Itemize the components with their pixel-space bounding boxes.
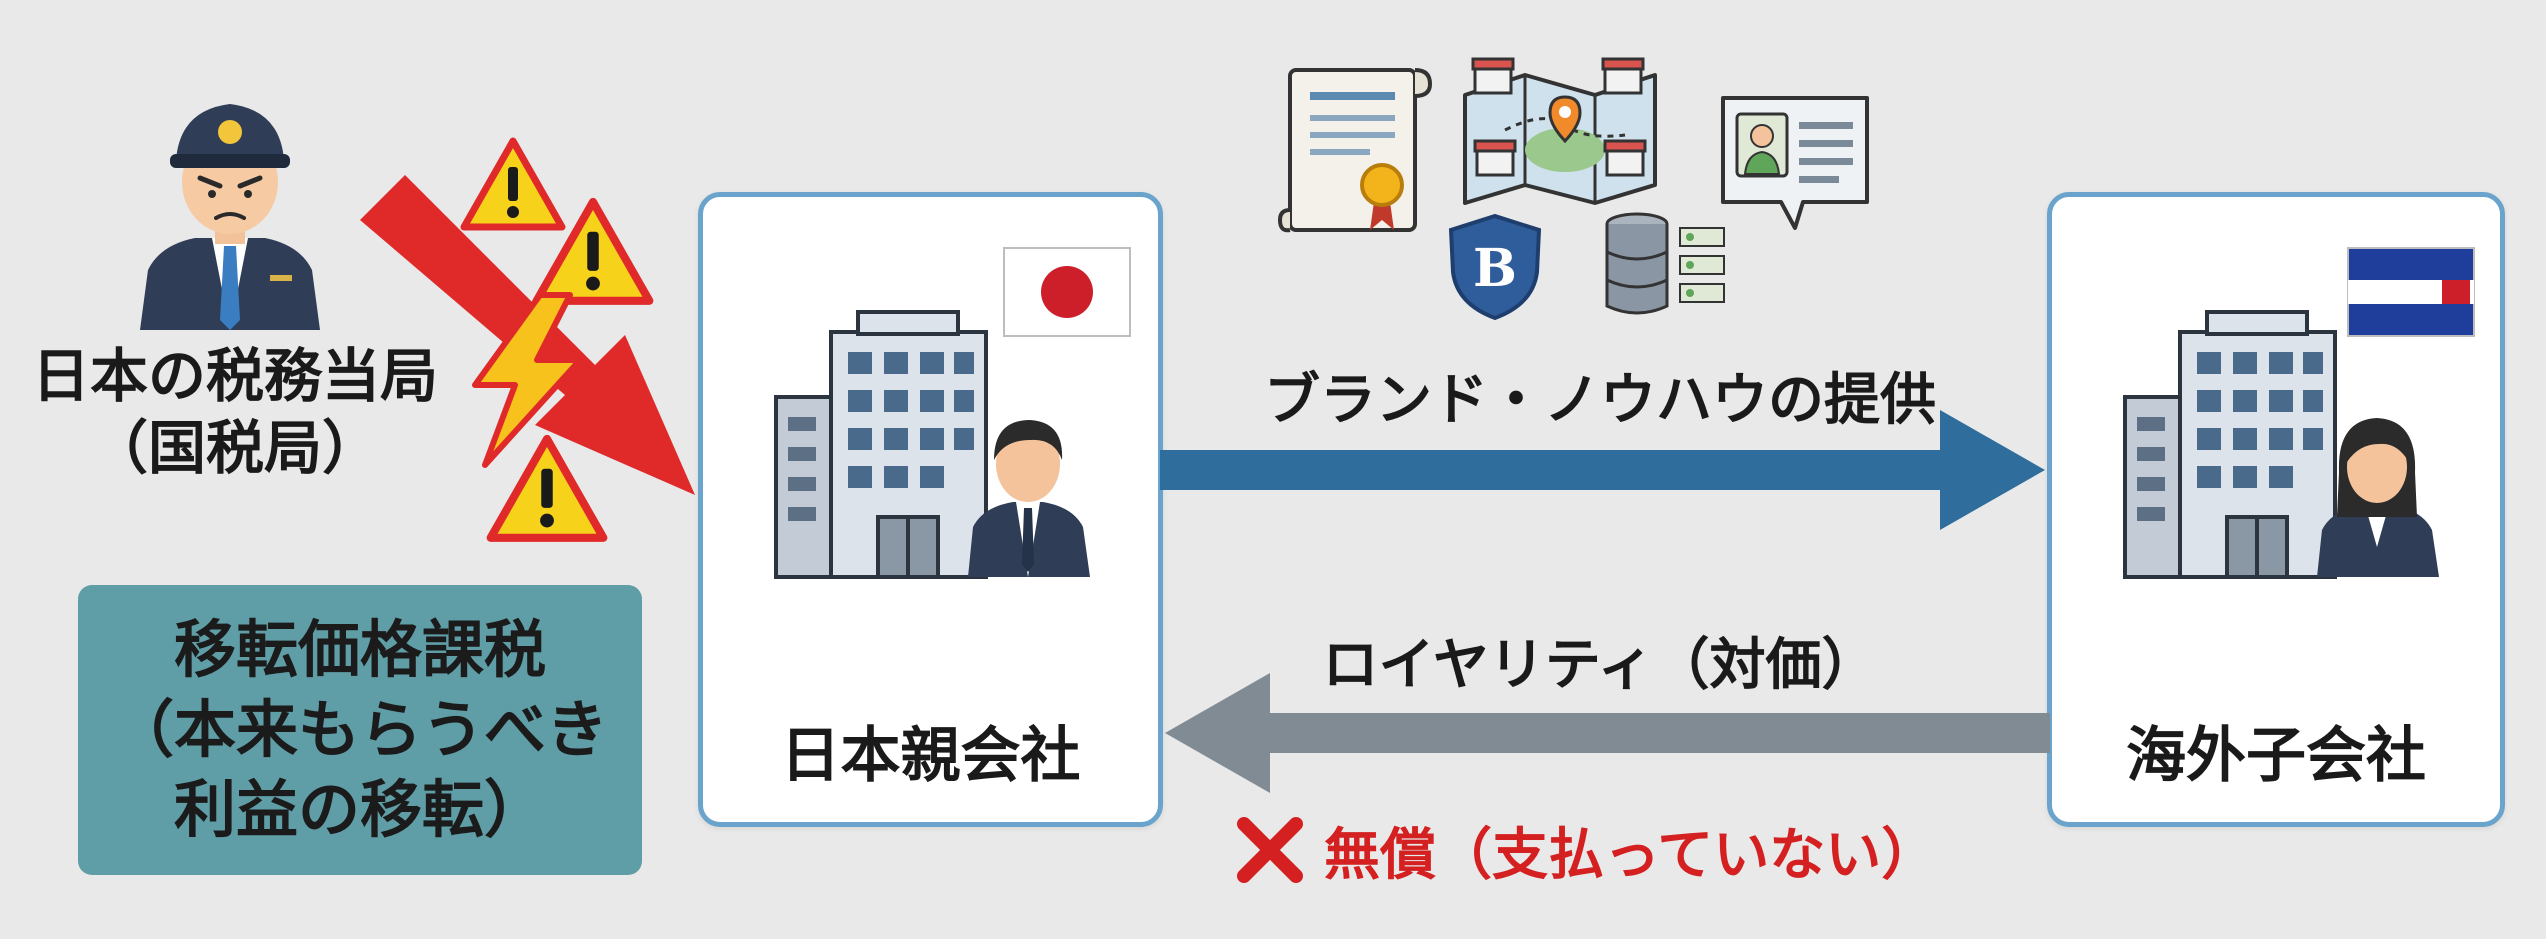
provision-arrow <box>1160 410 2045 530</box>
parent-company-label: 日本親会社 <box>780 721 1081 791</box>
tax-authority-name-line2: （国税局） <box>89 414 380 482</box>
concept-line2: （本来もらうべき <box>111 693 608 766</box>
subsidiary-box: 海外子会社 <box>2047 192 2505 827</box>
royalty-arrow <box>1165 673 2050 793</box>
tax-officer-icon <box>140 104 320 330</box>
parent-company-box: 日本親会社 <box>698 192 1163 827</box>
certificate-icon <box>1277 68 1433 233</box>
unpaid-note: 無償（支払っていない） <box>1230 805 1937 895</box>
warning-triangle-icon <box>460 137 566 231</box>
transfer-pricing-box: 移転価格課税 （本来もらうべき 利益の移転） <box>78 585 642 875</box>
provision-label: ブランド・ノウハウの提供 <box>1264 368 1936 433</box>
store-map-icon <box>1463 57 1657 205</box>
tax-authority-name: 日本の税務当局 （国税局） <box>20 340 450 484</box>
warning-triangle-icon <box>486 434 608 542</box>
brand-shield-letter: B <box>1473 238 1517 299</box>
subsidiary-label: 海外子会社 <box>2126 721 2426 791</box>
profile-card-icon <box>1721 96 1869 230</box>
tax-authority-name-line1: 日本の税務当局 <box>31 342 438 410</box>
cross-icon <box>1237 817 1303 883</box>
concept-line3: 利益の移転） <box>173 773 546 846</box>
unpaid-label: 無償（支払っていない） <box>1324 822 1938 888</box>
lightning-icon <box>472 292 583 468</box>
office-building-icon <box>774 310 1090 579</box>
brand-shield-icon: B <box>1448 213 1542 321</box>
japan-flag-icon <box>1003 247 1131 337</box>
foreign-flag-icon <box>2347 247 2475 337</box>
database-icon <box>1605 212 1725 315</box>
office-building-icon <box>2123 310 2439 579</box>
concept-line1: 移転価格課税 <box>173 613 546 686</box>
warning-triangle-icon <box>532 197 654 305</box>
royalty-label: ロイヤリティ（対価） <box>1322 633 1878 698</box>
